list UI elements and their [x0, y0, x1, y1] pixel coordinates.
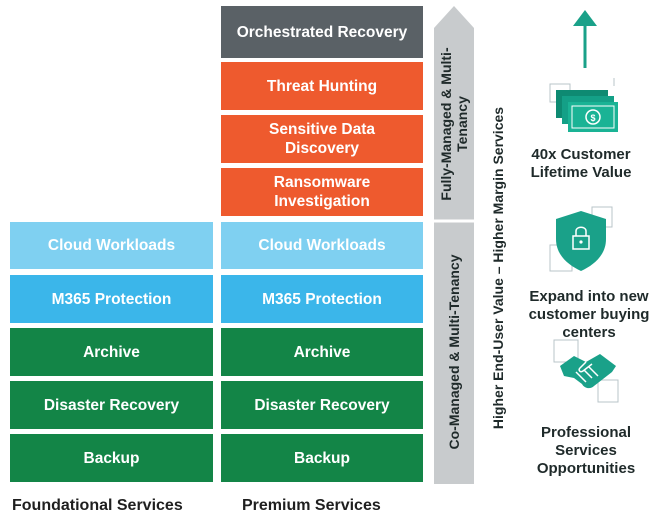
money-bills-icon: $ — [549, 78, 618, 132]
premium-sensitive-data-discovery: Sensitive Data Discovery — [221, 115, 423, 163]
foundational-backup: Backup — [10, 434, 213, 482]
block-label: Threat Hunting — [266, 77, 378, 95]
shield-lock-icon — [549, 206, 613, 272]
premium-label: Premium Services — [242, 497, 381, 514]
handshake-icon — [553, 339, 619, 403]
svg-text:$: $ — [590, 113, 595, 123]
premium-ransomware-investigation: Ransomware Investigation — [221, 168, 423, 216]
block-label: Cloud Workloads — [47, 237, 176, 254]
premium-threat-hunting: Threat Hunting — [221, 62, 423, 110]
block-label: Disaster Recovery — [254, 396, 390, 414]
block-label: Archive — [83, 343, 140, 361]
block-label: Disaster Recovery — [43, 396, 180, 414]
block-label: Backup — [294, 449, 350, 467]
foundational-disaster-recovery: Disaster Recovery — [10, 381, 213, 429]
foundational-archive: Archive — [10, 328, 213, 376]
premium-orchestrated-recovery: Orchestrated Recovery — [221, 6, 423, 58]
premium-cloud-workloads: Cloud Workloads — [221, 222, 423, 269]
tier-upper-label: Fully-Managed & Multi-Tenancy — [438, 47, 470, 201]
block-label: Sensitive Data Discovery — [269, 121, 375, 157]
up-arrow-icon — [573, 10, 597, 68]
foundational-cloud-workloads: Cloud Workloads — [10, 222, 213, 269]
tier-arrow — [434, 6, 474, 484]
foundational-label: Foundational Services — [12, 497, 183, 514]
tier-lower-label: Co-Managed & Multi-Tenancy — [446, 254, 462, 450]
block-label: Cloud Workloads — [258, 237, 386, 254]
block-label: M365 Protection — [51, 290, 172, 308]
benefit-buying-centers: Expand into new customer buying centers — [528, 288, 650, 341]
block-label: Orchestrated Recovery — [236, 23, 408, 41]
premium-backup: Backup — [221, 434, 423, 482]
benefit-professional-services: Professional Services Opportunities — [536, 424, 636, 477]
block-label: Ransomware Investigation — [273, 174, 371, 210]
block-label: Backup — [83, 449, 140, 467]
block-label: M365 Protection — [262, 290, 382, 308]
benefit-lifetime-value: 40x Customer Lifetime Value — [530, 146, 632, 181]
premium-m365-protection: M365 Protection — [221, 275, 423, 323]
block-label: Archive — [293, 343, 351, 361]
tier-arrow-shape — [434, 6, 474, 484]
premium-archive: Archive — [221, 328, 423, 376]
premium-disaster-recovery: Disaster Recovery — [221, 381, 423, 429]
value-axis-label: Higher End-User Value – Higher Margin Se… — [490, 106, 506, 430]
foundational-m365-protection: M365 Protection — [10, 275, 213, 323]
